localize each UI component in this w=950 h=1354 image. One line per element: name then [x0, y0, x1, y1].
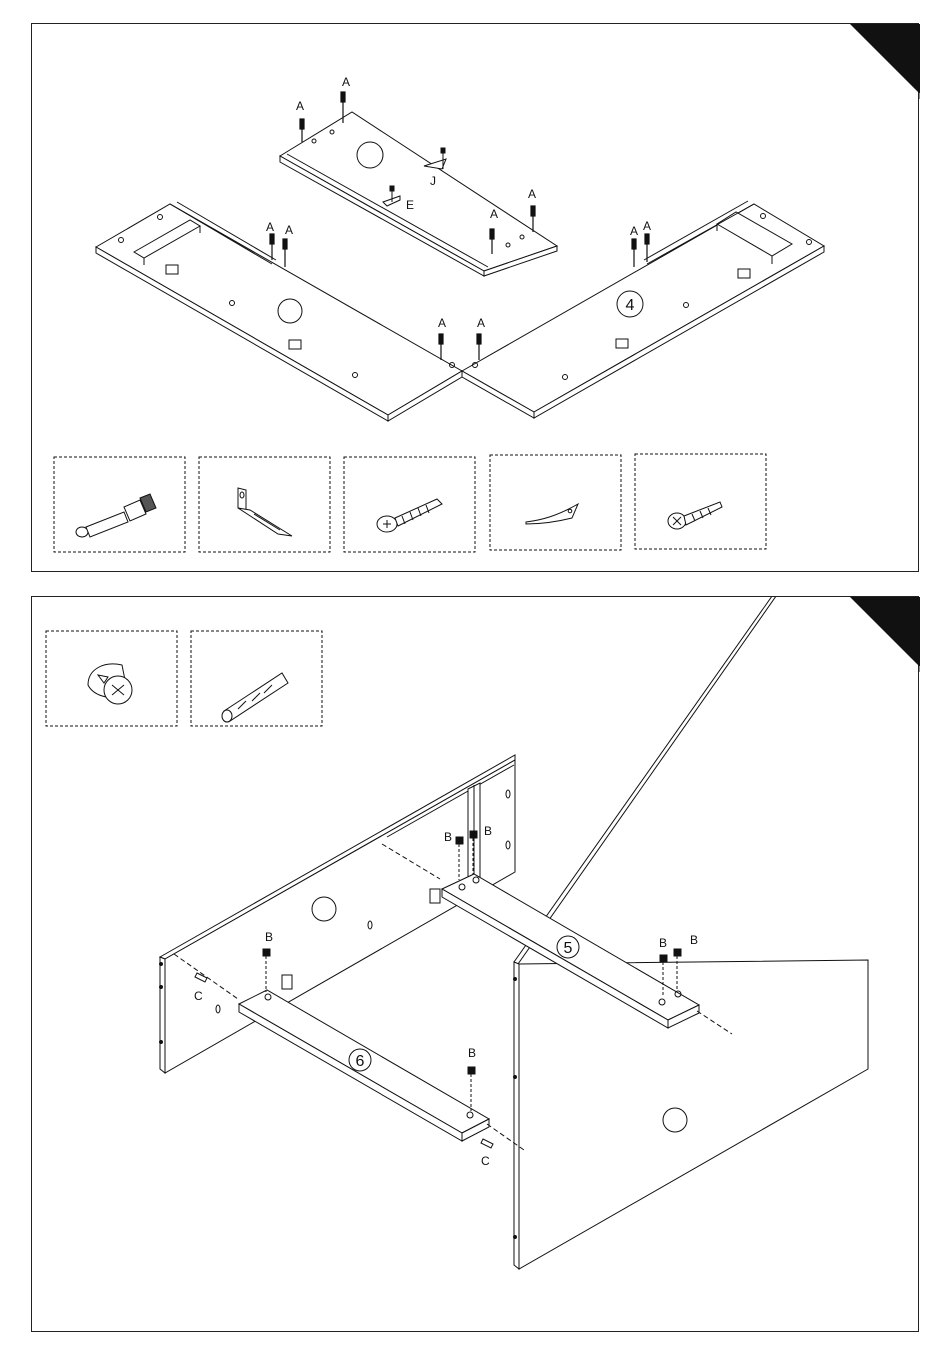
label-j: J	[430, 174, 436, 188]
countersunk-screw-icon	[668, 502, 722, 529]
hardware-box-bracket	[199, 457, 330, 552]
step-number-6: 6	[356, 1053, 365, 1070]
cam-lock-icon	[88, 664, 132, 704]
step-4-panel: 4 A A A A A A A A A A E J	[31, 23, 919, 572]
label-e: E	[406, 198, 414, 212]
label-c: C	[481, 1154, 490, 1168]
label-b: B	[690, 933, 698, 947]
wooden-dowel-icon	[222, 673, 288, 722]
hardware-box-clip	[490, 455, 621, 550]
label-a: A	[630, 224, 638, 238]
step-4-illustration: 4 A A A A A A A A A A E J	[32, 24, 920, 573]
label-b: B	[484, 824, 492, 838]
label-b: B	[444, 830, 452, 844]
label-b: B	[659, 936, 667, 950]
step-5-6-illustration: 5 6 B B B B B B C C	[32, 597, 920, 1333]
hardware-box-cam-bolt	[54, 457, 185, 552]
label-a: A	[438, 316, 446, 330]
label-a: A	[266, 220, 274, 234]
hardware-box-countersunk-screw	[635, 454, 766, 549]
step-number: 4	[626, 297, 635, 314]
clip-j	[424, 148, 446, 169]
plastic-clip-icon	[526, 504, 578, 524]
l-bracket-icon	[238, 488, 292, 536]
label-a: A	[643, 219, 651, 233]
label-a: A	[296, 99, 304, 113]
label-b: B	[468, 1046, 476, 1060]
left-side-panel	[96, 202, 462, 421]
wood-screw-icon	[377, 499, 442, 532]
hardware-box-wood-screw	[344, 457, 475, 552]
label-b: B	[265, 930, 273, 944]
top-shelf-panel	[280, 112, 557, 276]
step-number-5: 5	[564, 940, 573, 957]
corner-tab	[850, 24, 920, 94]
corner-tab	[850, 597, 920, 667]
label-a: A	[342, 75, 350, 89]
label-a: A	[528, 187, 536, 201]
label-a: A	[490, 207, 498, 221]
hardware-box-dowel	[191, 631, 322, 726]
label-c: C	[194, 989, 203, 1003]
back-side-panel	[160, 755, 516, 1073]
cam-bolt-icon	[76, 494, 156, 537]
label-a: A	[285, 223, 293, 237]
step-5-6-panel: 5 6 B B B B B B C C	[31, 596, 919, 1332]
label-a: A	[477, 316, 485, 330]
